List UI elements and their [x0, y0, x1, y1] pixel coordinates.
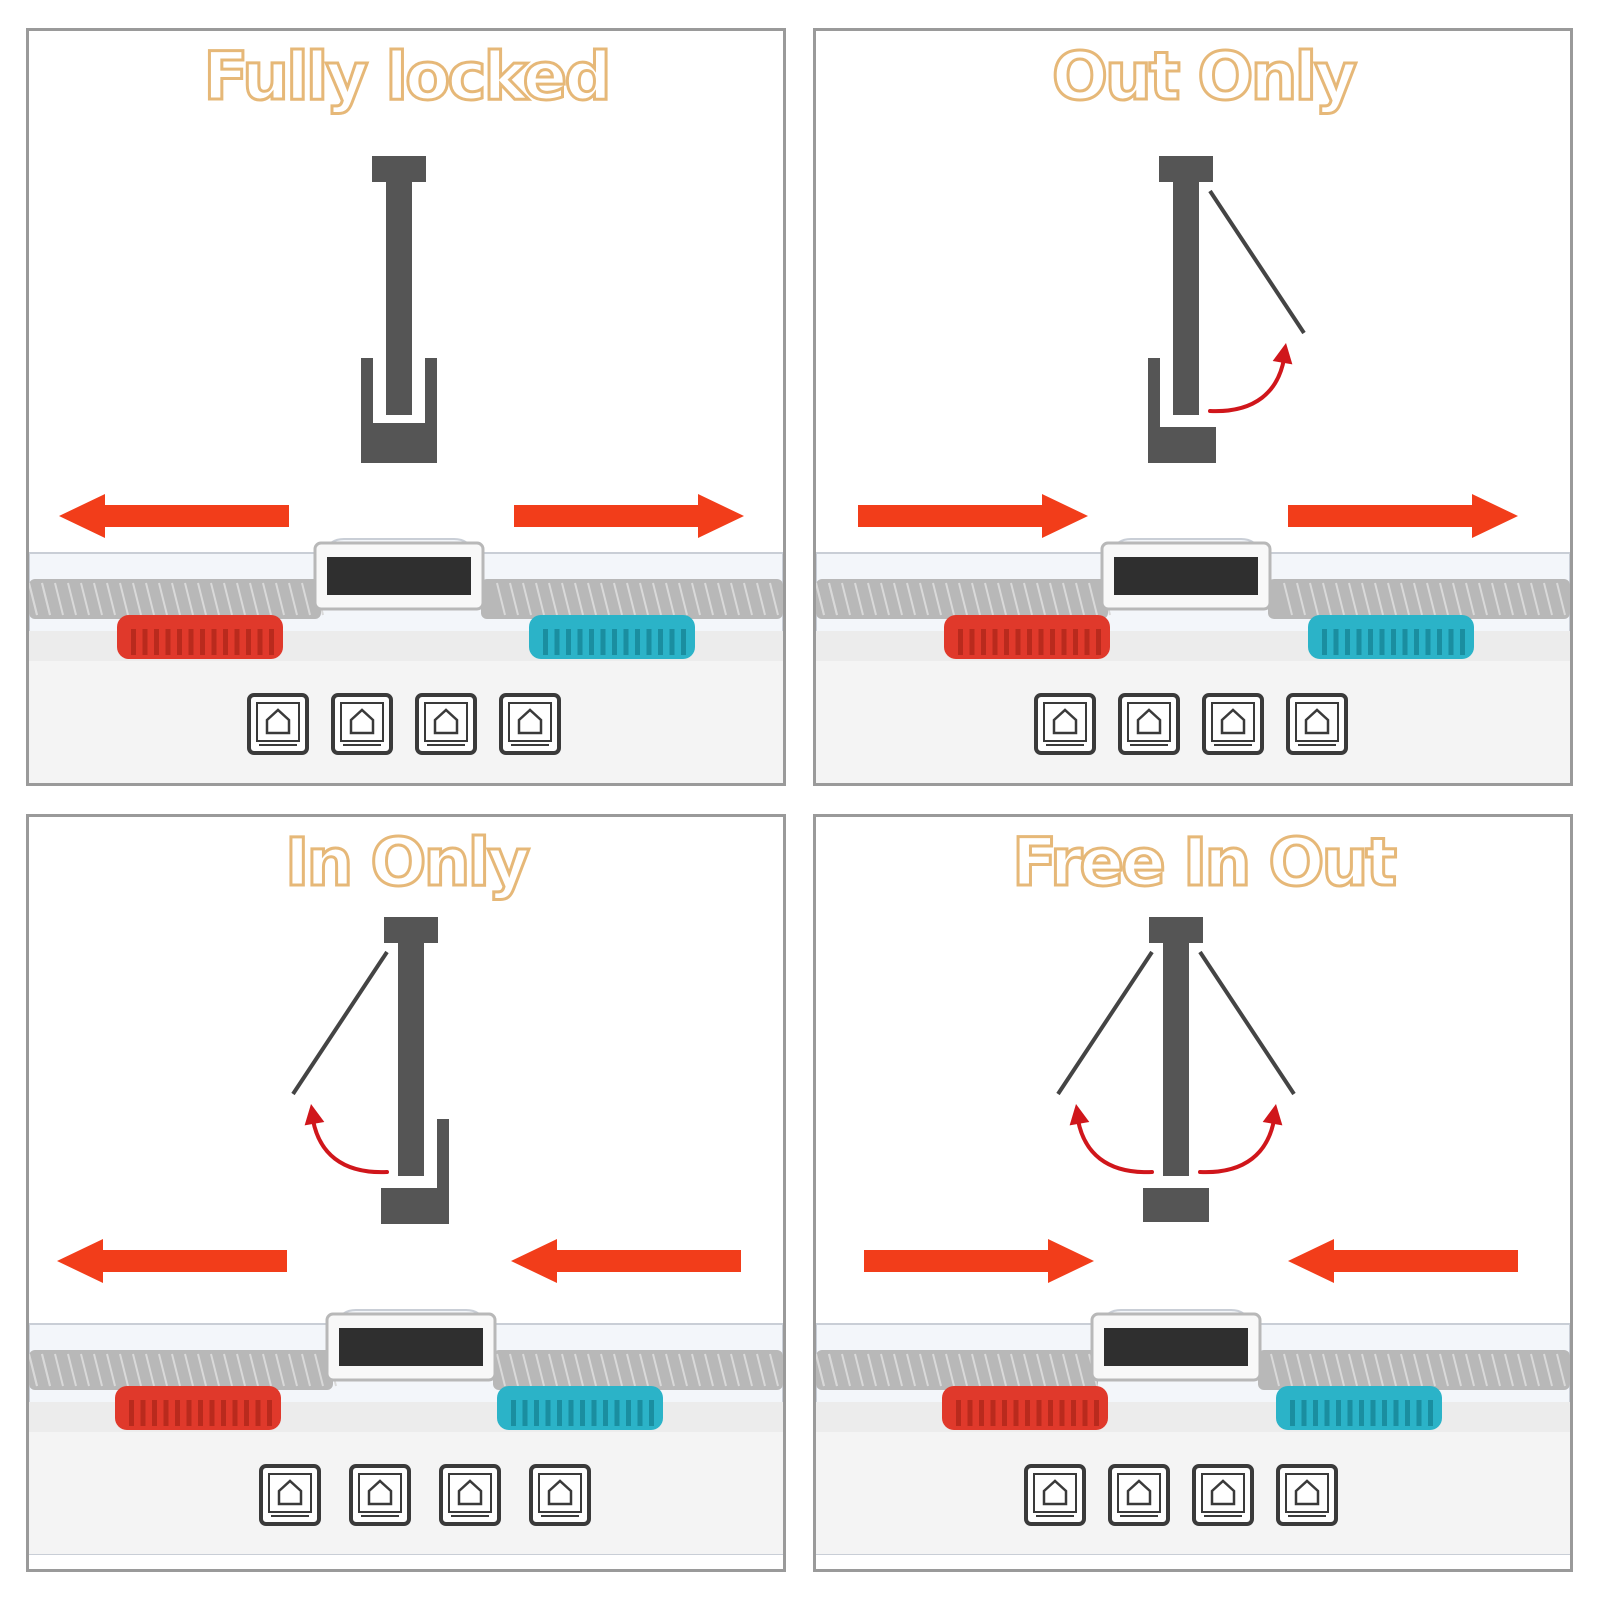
curved-arrow-icon — [1069, 1104, 1154, 1175]
door-bar — [1173, 181, 1199, 415]
door-diagram — [1148, 156, 1306, 463]
door-lock-bracket — [361, 358, 437, 463]
curved-arrow-icon — [1198, 1104, 1283, 1175]
arrow-left-icon — [1288, 1239, 1518, 1283]
arrow-right-icon — [1288, 494, 1518, 538]
house-lock-icon — [1034, 693, 1096, 755]
panel-title: Free In Out — [1010, 822, 1398, 902]
flap-line-right — [1198, 950, 1296, 1096]
flap-line-left — [1056, 950, 1154, 1096]
house-exit-icon — [1286, 693, 1348, 755]
panel-free-in-out: Free In Out — [813, 814, 1573, 1572]
door-panel-base — [29, 1309, 783, 1555]
flap-line — [1208, 189, 1306, 335]
latch-magnet — [1104, 1328, 1248, 1366]
curved-arrow-icon — [304, 1104, 389, 1175]
door-panel-base — [816, 1309, 1570, 1555]
door-diagram — [361, 156, 437, 463]
panel-fully-locked: Fully locked — [26, 28, 786, 786]
house-in-icon — [349, 1464, 411, 1526]
house-lock-icon — [1024, 1464, 1086, 1526]
door-diagram-group — [1148, 156, 1306, 463]
panel-title: In Only — [283, 822, 531, 902]
base-group — [816, 1309, 1570, 1555]
house-out-icon — [439, 1464, 501, 1526]
door-lock-bracket — [1148, 358, 1216, 463]
panel-title: Fully locked — [202, 36, 613, 116]
flap-line — [291, 950, 389, 1096]
house-lock-icon — [247, 693, 309, 755]
house-out-icon — [415, 693, 477, 755]
door-diagram — [1056, 917, 1296, 1222]
scene-fully-locked — [29, 156, 783, 783]
house-lock-icon — [259, 1464, 321, 1526]
door-top-cap — [1159, 156, 1213, 182]
panel-in-only: In Only — [26, 814, 786, 1572]
door-panel-base — [816, 538, 1570, 783]
house-in-icon — [1118, 693, 1180, 755]
arrow-left-icon — [57, 1239, 287, 1283]
house-out-icon — [1202, 693, 1264, 755]
door-diagram-group — [291, 917, 449, 1224]
base-group — [816, 538, 1570, 783]
door-top-cap — [372, 156, 426, 182]
house-in-icon — [331, 693, 393, 755]
house-out-icon — [1192, 1464, 1254, 1526]
door-panel-base — [29, 538, 783, 783]
base-group — [29, 538, 783, 783]
door-bar — [386, 181, 412, 415]
door-diagram-group — [361, 156, 437, 463]
door-bottom-block — [1143, 1188, 1209, 1222]
arrow-right-icon — [514, 494, 744, 538]
house-in-icon — [1108, 1464, 1170, 1526]
arrow-left-icon — [59, 494, 289, 538]
scene-out-only — [816, 156, 1570, 783]
scene-in-only — [29, 917, 783, 1555]
door-bar — [398, 942, 424, 1176]
house-exit-icon — [529, 1464, 591, 1526]
brush-right — [1258, 1350, 1570, 1390]
house-exit-icon — [499, 693, 561, 755]
latch-magnet — [327, 557, 471, 595]
door-diagram — [291, 917, 449, 1224]
door-lock-bracket — [381, 1119, 449, 1224]
door-top-cap — [384, 917, 438, 943]
door-top-cap — [1149, 917, 1203, 943]
latch-magnet — [1114, 557, 1258, 595]
base-group — [29, 1309, 783, 1555]
door-bar — [1163, 942, 1189, 1176]
house-exit-icon — [1276, 1464, 1338, 1526]
door-diagram-group — [1056, 917, 1296, 1222]
scene-free-in-out — [816, 917, 1570, 1555]
arrow-left-icon — [511, 1239, 741, 1283]
curved-arrow-icon — [1208, 343, 1293, 414]
panel-title: Out Only — [1050, 36, 1358, 116]
latch-magnet — [339, 1328, 483, 1366]
arrow-right-icon — [864, 1239, 1094, 1283]
panel-out-only: Out Only — [813, 28, 1573, 786]
arrow-right-icon — [858, 494, 1088, 538]
